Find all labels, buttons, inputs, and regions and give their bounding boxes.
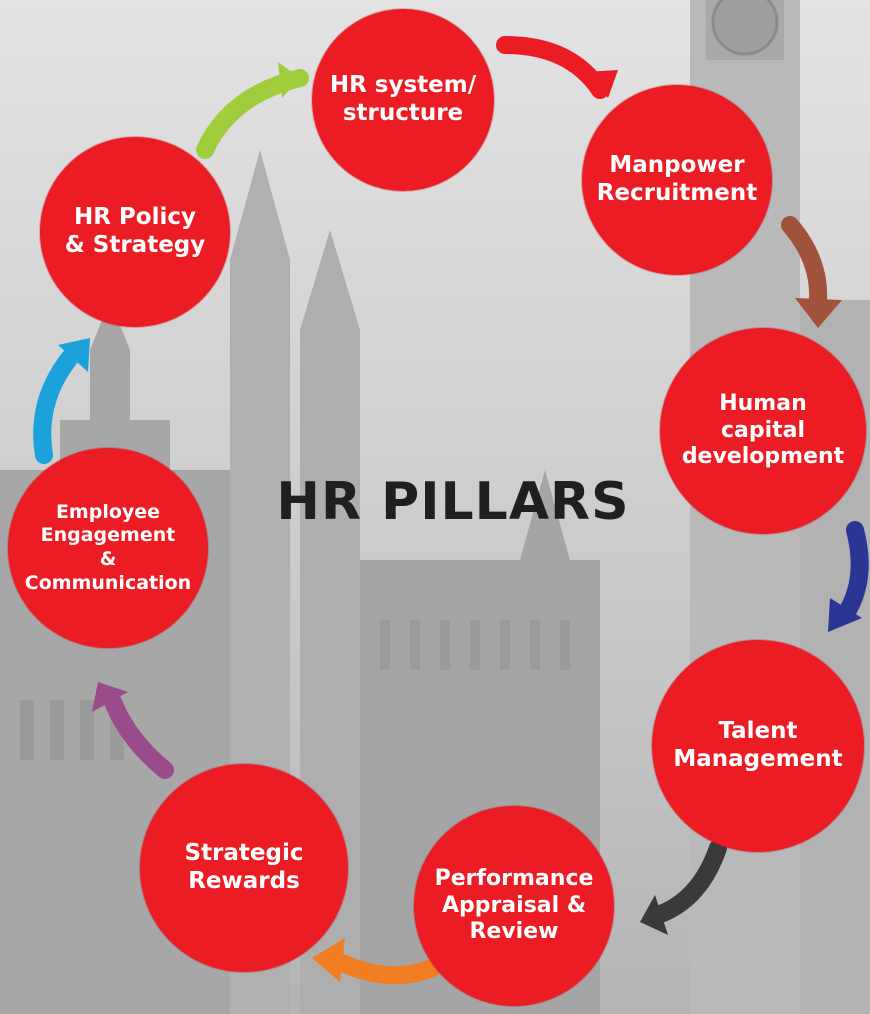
pillar-employee-engagement-communication: Employee Engagement & Communication [8, 448, 208, 648]
pillar-label: Human capital development [681, 391, 845, 470]
pillar-human-capital-development: Human capital development [660, 328, 866, 534]
arrow-engagement-to-policy [33, 338, 90, 464]
pillar-label: HR Policy & Strategy [64, 204, 206, 258]
pillar-hr-policy-strategy: HR Policy & Strategy [40, 137, 230, 327]
pillar-label: Talent Management [673, 718, 843, 772]
pillar-performance-appraisal-review: Performance Appraisal & Review [414, 806, 614, 1006]
arrow-rewards-to-engagement [92, 682, 174, 779]
arrow-appraisal-to-rewards [312, 938, 441, 985]
pillar-label: Strategic Rewards [184, 840, 304, 894]
arrow-system-to-recruitment [496, 36, 618, 99]
arrow-recruitment-to-development [781, 216, 842, 328]
arrow-talent-to-appraisal [640, 839, 727, 935]
pillar-label: Performance Appraisal & Review [434, 866, 594, 945]
arrow-development-to-talent [828, 521, 869, 632]
pillar-label: HR system/ structure [329, 72, 477, 126]
pillar-label: Manpower Recruitment [596, 152, 758, 206]
arrow-policy-to-system [196, 62, 309, 159]
pillar-strategic-rewards: Strategic Rewards [140, 764, 348, 972]
diagram-title: HR PILLARS [276, 472, 630, 532]
pillar-manpower-recruitment: Manpower Recruitment [582, 85, 772, 275]
pillar-talent-management: Talent Management [652, 640, 864, 852]
pillar-hr-system-structure: HR system/ structure [312, 9, 494, 191]
pillar-label: Employee Engagement & Communication [24, 500, 192, 594]
